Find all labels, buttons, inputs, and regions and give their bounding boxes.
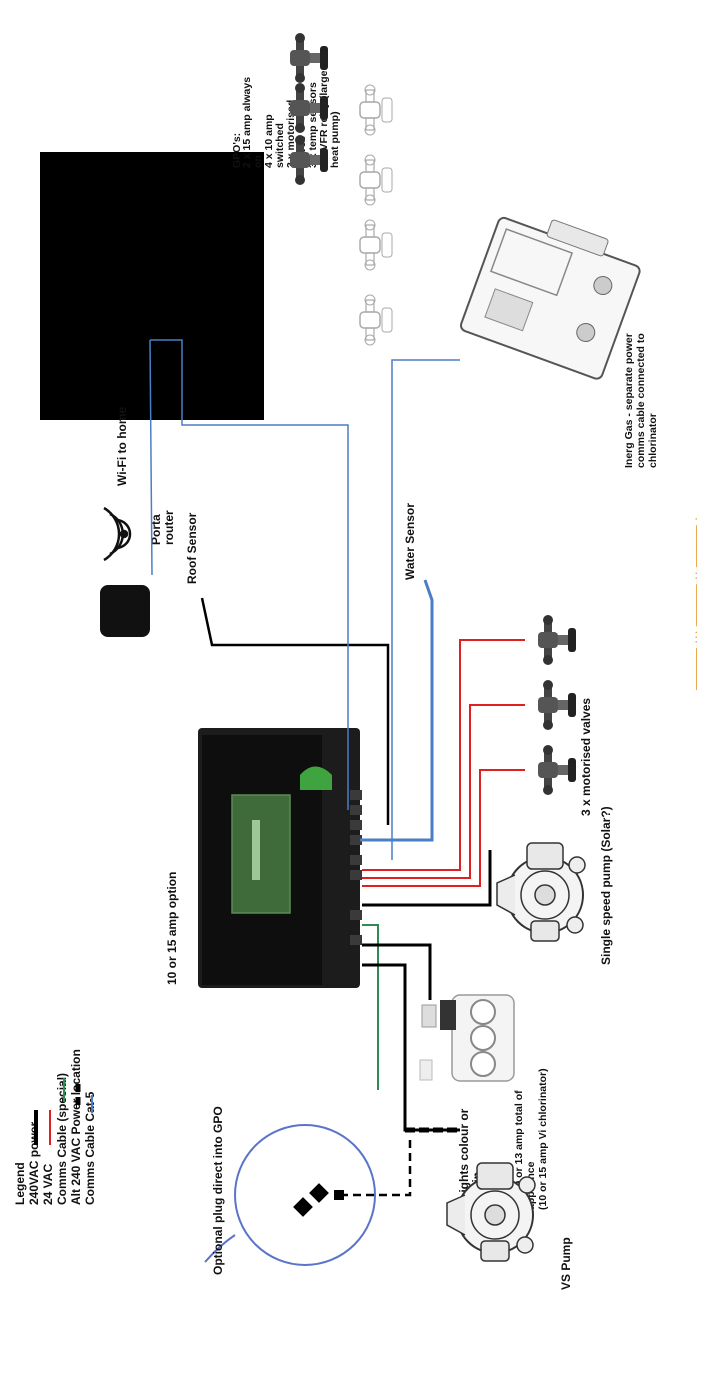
porta-router-label-1: Porta — [149, 514, 163, 545]
svg-text:heat pump): heat pump) — [329, 111, 341, 168]
plug-icon — [293, 1183, 344, 1217]
light-icon — [419, 994, 515, 1082]
roof-sensor-cable — [200, 597, 390, 825]
valve-icon — [538, 615, 576, 665]
porta-router-label-2: router — [162, 510, 176, 545]
single-speed-pump-label: Single speed pump (Solar?) — [599, 806, 613, 965]
vs-pump-cable — [362, 963, 460, 1132]
controller-features-heading: GPO's: — [231, 133, 243, 168]
legend-title: Legend — [13, 1162, 27, 1205]
legend-item-comms-special: Comms Cable (special) — [55, 1073, 69, 1205]
svg-text:on: on — [252, 155, 264, 168]
comms-special-cable — [362, 924, 379, 1090]
svg-text:3 x motorised: 3 x motorised — [285, 100, 297, 168]
optional-plug-label: Optional plug direct into GPO — [211, 1106, 225, 1275]
single-pump-cable — [362, 850, 492, 907]
valve-icon — [359, 84, 393, 136]
valve-cable-1 — [362, 639, 525, 871]
lights-cable — [362, 943, 432, 1000]
chlorinator-icon — [459, 216, 641, 380]
pool-controller-box — [40, 152, 264, 420]
power-unit-option-label: 10 or 15 amp option — [165, 872, 179, 985]
lights-label-1: Lights colour or — [457, 1108, 471, 1200]
energas-label-1: Inerg Gas - separate power — [623, 333, 635, 468]
max-amp-label-3: (10 or 15 amp Vi chlorinator) — [537, 1068, 549, 1210]
valve-cable-2 — [362, 704, 525, 879]
water-sensor-label: Water Sensor — [403, 503, 417, 580]
cat5-cable-controller — [150, 339, 349, 810]
valve-cable-3 — [362, 769, 525, 887]
valve-icon — [359, 154, 393, 206]
valve-icon — [359, 219, 393, 271]
legend: Legend 240VAC power 24 VAC Comms Cable (… — [13, 1049, 97, 1205]
svg-text:4 x 10 amp: 4 x 10 amp — [263, 114, 275, 168]
legend-item-24vac: 24 VAC — [41, 1164, 55, 1205]
cat5-cable-router — [149, 339, 153, 576]
valve-icon — [359, 294, 393, 346]
wifi-icon — [103, 506, 132, 562]
power-control-unit — [198, 728, 362, 988]
roof-sensor-label: Roof Sensor — [185, 512, 199, 584]
energas-label-2: comms cable connected to — [635, 333, 647, 468]
wifi-to-home-label: Wi-Fi to home — [115, 406, 129, 486]
valve-icon — [538, 745, 576, 795]
legend-item-alt-power: Alt 240 VAC Power location — [69, 1049, 83, 1205]
legend-item-cat5: Comms Cable Cat-5 — [83, 1091, 97, 1205]
svg-text:2 x 15 amp always: 2 x 15 amp always — [241, 77, 253, 168]
valve-icon — [538, 680, 576, 730]
pump-icon — [496, 842, 586, 942]
motorised-valves-label: 3 x motorised valves — [579, 698, 593, 816]
cropped-footer-text: ——— ··· ——— ·· ——— · — [687, 517, 703, 690]
water-sensor-cable — [360, 579, 434, 842]
energas-label-3: chlorinator — [647, 413, 659, 468]
router-icon — [100, 585, 150, 637]
optional-plug-circle — [234, 1124, 376, 1266]
cat5-cable-chlorinator — [391, 359, 460, 860]
svg-text:switched: switched — [274, 123, 286, 168]
vs-pump-label: VS Pump — [559, 1237, 573, 1290]
